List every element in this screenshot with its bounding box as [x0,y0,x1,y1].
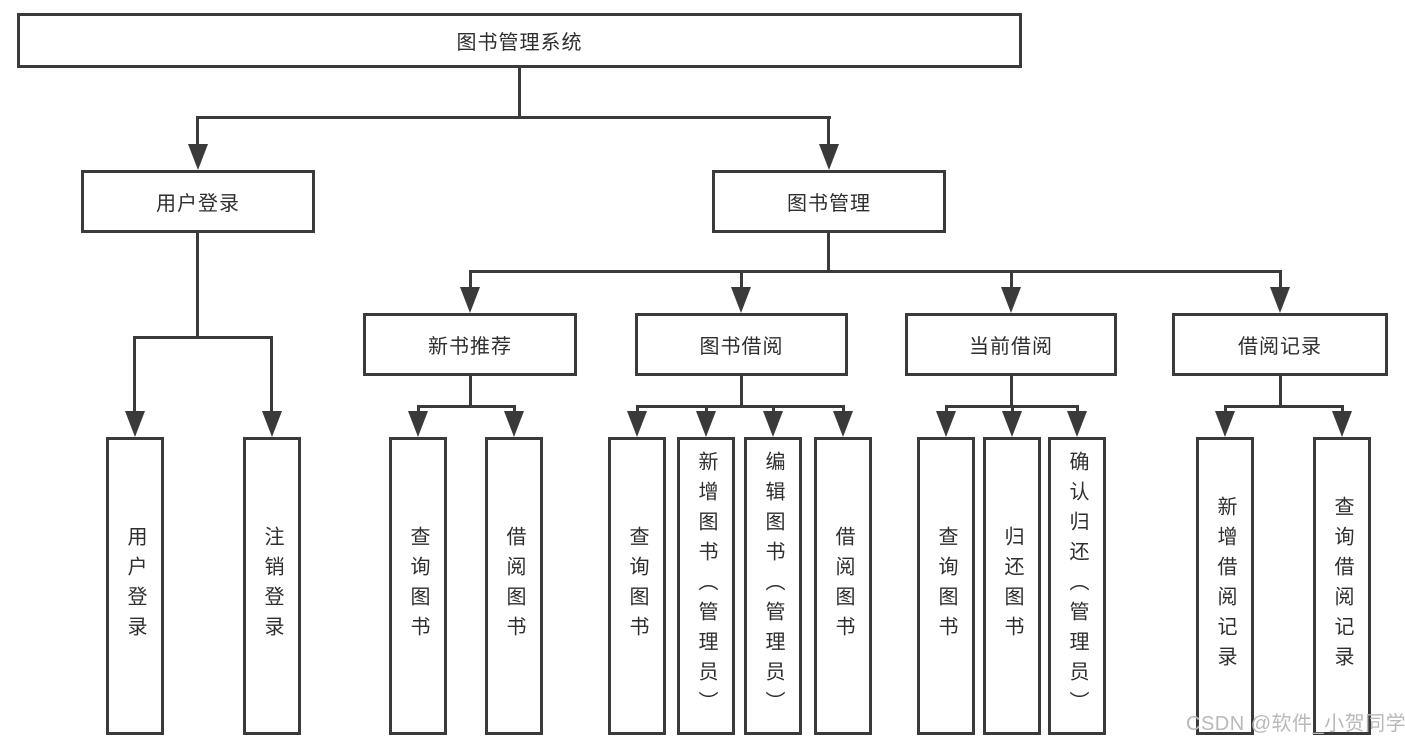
node-current-borrowing: 当前借阅 [905,313,1117,376]
connector-leaf-shaft [945,405,948,415]
leaf-add-borrow-record-label: 新增借阅记录 [1214,496,1236,676]
connector-l3-shaft [1010,270,1013,292]
connector-branch [1224,405,1343,408]
node-user-login-group-label: 用户登录 [156,193,240,215]
connector-stub [1010,376,1013,406]
connector-branch [636,405,844,408]
connector-book-mgmt-branch [469,270,1281,273]
watermark-text: CSDN @软件_小贺同学 [1186,713,1405,735]
arrow-down-icon [763,411,783,437]
connector-leaf-shaft [513,405,516,415]
leaf-borrow-books-recommend: 借阅图书 [485,437,543,735]
leaf-query-books-borrowing-label: 查询图书 [626,526,648,646]
node-book-management: 图书管理 [712,170,946,233]
leaf-query-borrow-record-label: 查询借阅记录 [1331,496,1353,676]
node-current-borrowing-label: 当前借阅 [969,336,1053,358]
leaf-query-books-recommend: 查询图书 [389,437,447,735]
leaf-add-book-admin-label: 新增图书（管理员） [695,451,717,721]
connector-leaf-shaft [1076,405,1079,415]
leaf-borrow-books-borrowing-label: 借阅图书 [832,526,854,646]
leaf-query-borrow-record: 查询借阅记录 [1313,437,1371,735]
connector-leaf-shaft [705,405,708,415]
connector-l3-shaft [469,270,472,292]
node-borrow-records-label: 借阅记录 [1238,336,1322,358]
leaf-return-book-label: 归还图书 [1001,526,1023,646]
connector-user-login-shaft [196,116,199,146]
node-user-login-group: 用户登录 [81,170,315,233]
connector-leaf-shaft [1224,405,1227,415]
leaf-add-borrow-record: 新增借阅记录 [1196,437,1254,735]
connector-book-mgmt-stub [827,233,830,271]
node-book-management-label: 图书管理 [787,193,871,215]
arrow-down-icon [504,411,524,437]
arrow-down-icon [460,287,480,313]
node-library-system-label: 图书管理系统 [456,32,583,54]
leaf-confirm-return-admin-label: 确认归还（管理员） [1066,451,1088,721]
connector-leaf-shaft [133,336,136,416]
connector-root-stub [518,68,521,118]
connector-book-mgmt-shaft [827,116,830,146]
node-new-book-recommend-label: 新书推荐 [428,336,512,358]
connector-leaf-shaft [1341,405,1344,415]
connector-leaf-shaft [772,405,775,415]
connector-stub [469,376,472,406]
node-book-borrowing: 图书借阅 [635,313,848,376]
leaf-borrow-books-borrowing: 借阅图书 [814,437,872,735]
arrow-down-icon [627,411,647,437]
leaf-query-books-recommend-label: 查询图书 [407,526,429,646]
leaf-borrow-books-recommend-label: 借阅图书 [503,526,525,646]
connector-stub [1279,376,1282,406]
arrow-down-icon [833,411,853,437]
node-borrow-records: 借阅记录 [1172,313,1388,376]
node-book-borrowing-label: 图书借阅 [699,336,784,358]
connector-leaf-shaft [1011,405,1014,415]
arrow-down-icon [125,411,145,437]
arrow-down-icon [1067,411,1087,437]
arrow-down-icon [188,144,208,170]
arrow-down-icon [1001,287,1021,313]
leaf-logout-label: 注销登录 [261,526,283,646]
connector-user-login-stub [196,233,199,337]
arrow-down-icon [696,411,716,437]
connector-l3-shaft [740,270,743,292]
connector-user-login-branch [134,336,273,339]
arrow-down-icon [1215,411,1235,437]
node-library-system: 图书管理系统 [17,13,1022,68]
connector-branch [417,405,515,408]
connector-l3-shaft [1279,270,1282,292]
connector-leaf-shaft [636,405,639,415]
arrow-down-icon [936,411,956,437]
leaf-add-book-admin: 新增图书（管理员） [677,437,735,735]
leaf-edit-book-admin: 编辑图书（管理员） [744,437,802,735]
leaf-return-book: 归还图书 [983,437,1041,735]
connector-leaf-shaft [270,336,273,416]
arrow-down-icon [1002,411,1022,437]
arrow-down-icon [1270,287,1290,313]
arrow-down-icon [819,144,839,170]
connector-leaf-shaft [842,405,845,415]
arrow-down-icon [408,411,428,437]
leaf-edit-book-admin-label: 编辑图书（管理员） [762,451,784,721]
leaf-user-login: 用户登录 [106,437,164,735]
arrow-down-icon [1332,411,1352,437]
leaf-confirm-return-admin: 确认归还（管理员） [1048,437,1106,735]
connector-root-branch [197,116,831,119]
leaf-query-books-current-label: 查询图书 [935,526,957,646]
node-new-book-recommend: 新书推荐 [363,313,577,376]
connector-stub [740,376,743,406]
leaf-logout: 注销登录 [243,437,301,735]
arrow-down-icon [731,287,751,313]
leaf-query-books-current: 查询图书 [917,437,975,735]
leaf-user-login-label: 用户登录 [124,526,146,646]
connector-leaf-shaft [417,405,420,415]
leaf-query-books-borrowing: 查询图书 [608,437,666,735]
arrow-down-icon [262,411,282,437]
